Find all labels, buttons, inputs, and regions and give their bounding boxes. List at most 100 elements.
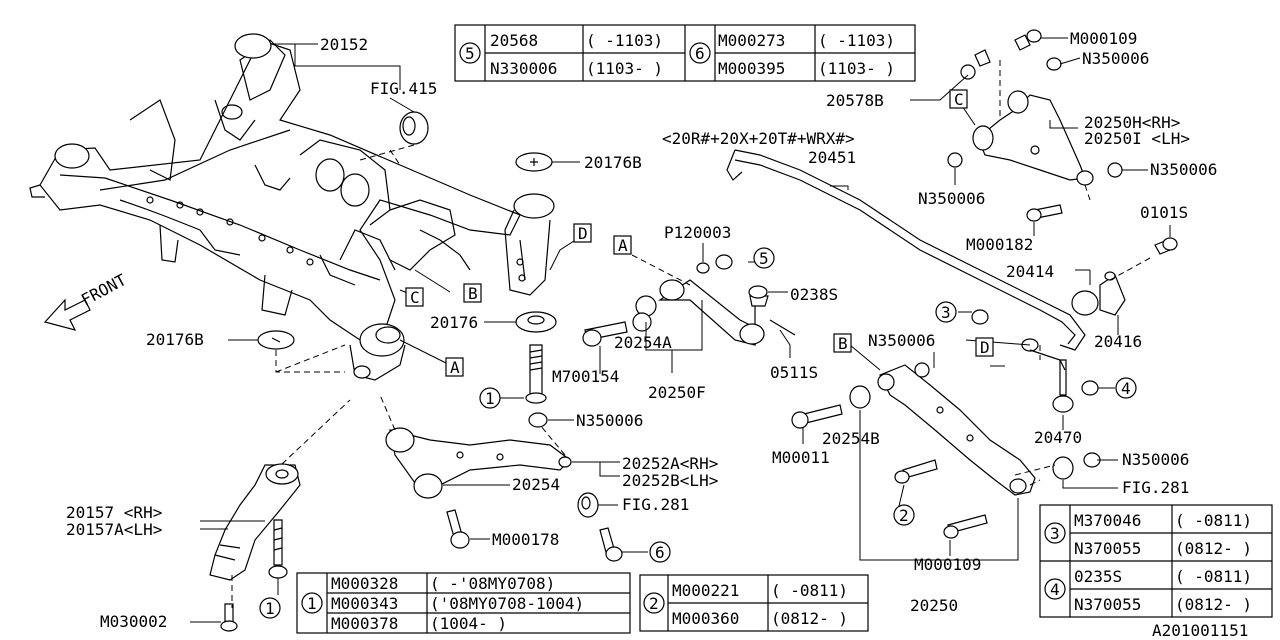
callout-5: 5 (759, 249, 769, 268)
t6-r1-part: M000395 (718, 59, 785, 78)
label-20451: 20451 (808, 148, 856, 167)
callout-D-left: D (578, 224, 588, 243)
t5-r1-part: N330006 (490, 59, 557, 78)
label-0238s: 0238S (790, 285, 838, 304)
part-labels: 20152 FIG.415 20176B 20176 20176B 20157 … (66, 29, 1248, 640)
letter-callouts: A A B B C C D D (405, 89, 994, 377)
t1-r0-date: ( -'08MY0708) (430, 574, 555, 593)
t2-r1-part: M000360 (672, 609, 739, 628)
label-20416: 20416 (1094, 332, 1142, 351)
label-20252b: 20252B<LH> (622, 471, 718, 490)
label-20578b: 20578B (826, 91, 884, 110)
t6-ref: 6 (695, 44, 705, 63)
front-label: FRONT (78, 270, 130, 310)
lower-arm-20250 (791, 362, 1101, 539)
label-20414: 20414 (1006, 262, 1054, 281)
t3-ref: 3 (1050, 524, 1060, 543)
label-n350006-right: N350006 (1150, 160, 1217, 179)
label-n350006-arm: N350006 (918, 189, 985, 208)
t3-r1-date: (0812- ) (1175, 539, 1252, 558)
label-20176b-left: 20176B (146, 330, 204, 349)
label-figure-id: A201001151 (1152, 621, 1248, 640)
label-0101s: 0101S (1140, 203, 1188, 222)
label-20250h: 20250H<RH> (1084, 113, 1180, 132)
diff-mount-bracket (504, 193, 555, 296)
t3-r1-part: N370055 (1074, 539, 1141, 558)
callout-circles: 1 1 2 3 4 5 6 (259, 247, 1137, 619)
callout-C-left: C (410, 288, 420, 307)
table-1: 1 M000328 ( -'08MY0708) M000343 ('08MY07… (296, 572, 631, 634)
label-m000182: M000182 (966, 235, 1033, 254)
stabilizer-link-20470 (971, 309, 1099, 413)
trailing-link (379, 394, 572, 499)
callout-4: 4 (1121, 379, 1131, 398)
front-arrow: FRONT (43, 270, 130, 331)
stabilizer-bar-20451 (726, 149, 1178, 360)
label-20157-rh: 20157 <RH> (66, 503, 162, 522)
label-fig281-right: FIG.281 (1122, 478, 1189, 497)
t4-ref: 4 (1050, 580, 1060, 599)
t6-r0-part: M000273 (718, 31, 785, 50)
callout-A-left: A (450, 358, 460, 377)
t1-ref: 1 (307, 594, 317, 613)
label-fig281-left: FIG.281 (622, 495, 689, 514)
label-n350006-low: N350006 (1122, 450, 1189, 469)
callout-A-right: A (618, 236, 628, 255)
t6-r0-date: ( -1103) (818, 31, 895, 50)
t1-r1-date: ('08MY0708-1004) (430, 594, 584, 613)
t5-r1-date: (1103- ) (586, 59, 663, 78)
bushing-fig281-left (577, 492, 623, 562)
label-fig415: FIG.415 (370, 79, 437, 98)
bolt-m000178 (446, 509, 470, 549)
label-20176b-top: 20176B (584, 153, 642, 172)
t4-r0-date: ( -0811) (1175, 567, 1252, 586)
label-20252a: 20252A<RH> (622, 454, 718, 473)
t5-ref: 5 (465, 44, 475, 63)
t2-r0-date: ( -0811) (771, 581, 848, 600)
label-20470: 20470 (1034, 428, 1082, 447)
table-3-4: 3 M370046 ( -0811) N370055 (0812- ) 4 02… (1039, 504, 1273, 618)
label-m030002: M030002 (100, 612, 167, 631)
callout-1-low: 1 (265, 599, 275, 618)
label-20250f: 20250F (648, 383, 706, 402)
bushing-fig415 (359, 111, 429, 166)
mount-20176b-top (515, 152, 553, 172)
knuckle-arm-20157 (209, 399, 351, 632)
label-20250: 20250 (910, 596, 958, 615)
label-m000109-top: M000109 (1070, 29, 1137, 48)
label-20176: 20176 (430, 313, 478, 332)
label-p120003: P120003 (664, 223, 731, 242)
label-20250i: 20250I <LH> (1084, 129, 1190, 148)
t2-r0-part: M000221 (672, 581, 739, 600)
t2-ref: 2 (649, 594, 659, 613)
t5-r0-part: 20568 (490, 31, 538, 50)
label-20254a: 20254A (614, 333, 672, 352)
t3-r0-part: M370046 (1074, 511, 1141, 530)
callout-6: 6 (655, 543, 665, 562)
table-2: 2 M000221 ( -0811) M000360 (0812- ) (639, 574, 869, 632)
t1-r1-part: M000343 (331, 594, 398, 613)
label-m00011: M00011 (772, 448, 830, 467)
t2-r1-date: (0812- ) (771, 609, 848, 628)
t5-r0-date: ( -1103) (586, 31, 663, 50)
label-0511s: 0511S (770, 363, 818, 382)
callout-B-left: B (468, 284, 478, 303)
t6-r1-date: (1103- ) (818, 59, 895, 78)
t4-r1-part: N370055 (1074, 595, 1141, 614)
t3-r0-date: ( -0811) (1175, 511, 1252, 530)
label-n350006-b: N350006 (868, 331, 935, 350)
callout-B-right: B (838, 334, 848, 353)
t1-r2-part: M000378 (331, 614, 398, 633)
label-20254-left: 20254 (512, 475, 560, 494)
label-20157-lh: 20157A<LH> (66, 520, 162, 539)
mount-20176 (515, 311, 557, 428)
label-m000178: M000178 (492, 530, 559, 549)
callout-D-right: D (980, 338, 990, 357)
t4-r1-date: (0812- ) (1175, 595, 1252, 614)
callout-1-mid: 1 (485, 389, 495, 408)
label-n350006-mid: N350006 (576, 411, 643, 430)
label-20152: 20152 (320, 35, 368, 54)
label-m000109-low: M000109 (914, 555, 981, 574)
table-5-6: 5 20568 ( -1103) N330006 (1103- ) 6 M000… (454, 24, 916, 82)
